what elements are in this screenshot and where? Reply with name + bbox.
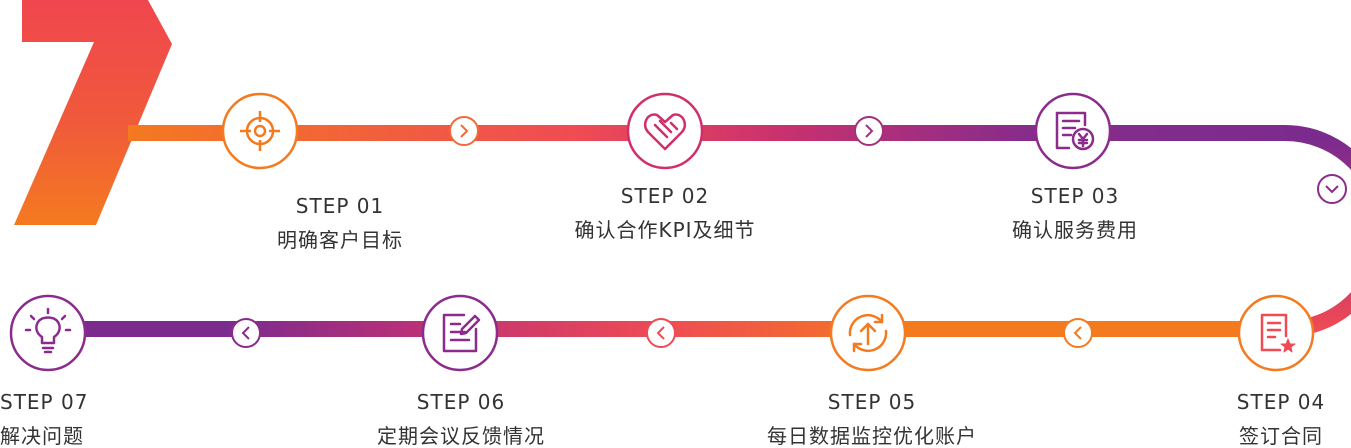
step-03-node (1034, 92, 1112, 170)
step-05-node (829, 294, 907, 372)
path-line-curve (1284, 125, 1351, 337)
target-icon (240, 111, 280, 151)
step-07-node (9, 294, 87, 372)
step-03-text: STEP 03 确认服务费用 (925, 186, 1225, 240)
refresh-upload-icon (848, 313, 888, 353)
edit-document-icon (442, 313, 481, 353)
step-01-text: STEP 01 明确客户目标 (190, 196, 490, 250)
step-label: STEP 02 (620, 184, 710, 208)
step-title: 确认合作KPI及细节 (574, 218, 756, 242)
step-label: STEP 05 (827, 390, 917, 414)
step-06-node (421, 294, 499, 372)
contract-star-icon (1260, 313, 1296, 353)
step-07-text: STEP 07 解决问题 (0, 392, 130, 446)
arrow-right-icon (854, 116, 884, 146)
step-title: 确认服务费用 (1012, 218, 1138, 242)
seven-logo-shape (14, 0, 172, 225)
step-04-node (1237, 294, 1315, 372)
step-label: STEP 03 (1030, 184, 1120, 208)
step-title: 解决问题 (0, 424, 84, 448)
step-title: 签订合同 (1239, 424, 1323, 448)
step-05-text: STEP 05 每日数据监控优化账户 (722, 392, 1022, 446)
step-label: STEP 06 (416, 390, 506, 414)
step-label: STEP 01 (295, 194, 385, 218)
arrow-down-icon (1317, 174, 1347, 204)
step-label: STEP 04 (1236, 390, 1326, 414)
arrow-left-icon (1063, 318, 1093, 348)
arrow-left-icon (646, 318, 676, 348)
step-06-text: STEP 06 定期会议反馈情况 (311, 392, 611, 446)
step-01-node (221, 92, 299, 170)
handshake-heart-icon (643, 113, 687, 151)
arrow-left-icon (231, 318, 261, 348)
step-02-text: STEP 02 确认合作KPI及细节 (515, 186, 815, 240)
step-02-node (626, 92, 704, 170)
invoice-yen-icon (1055, 111, 1095, 151)
arrow-right-icon (449, 116, 479, 146)
step-label: STEP 07 (0, 390, 89, 414)
step-title: 每日数据监控优化账户 (767, 424, 977, 448)
step-title: 定期会议反馈情况 (377, 424, 545, 448)
lightbulb-icon (24, 307, 72, 354)
step-title: 明确客户目标 (277, 228, 403, 252)
step-04-text: STEP 04 签订合同 (1131, 392, 1351, 446)
